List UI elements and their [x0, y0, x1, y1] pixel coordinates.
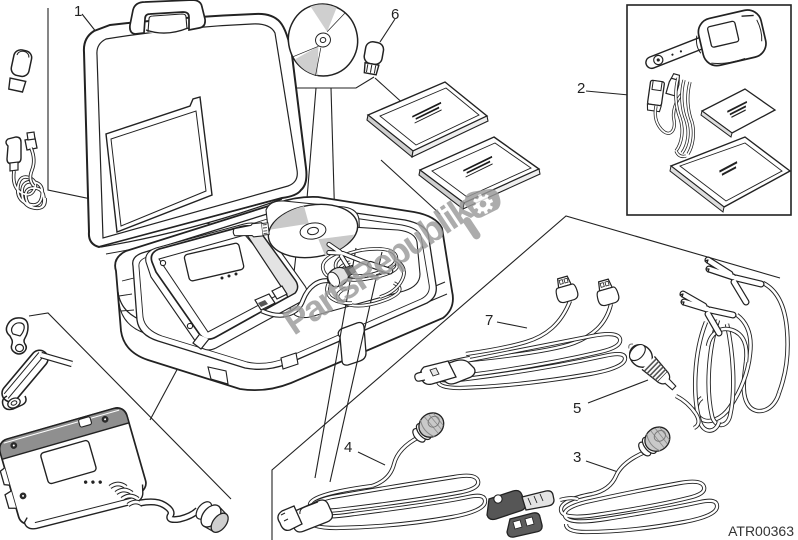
svg-text:2: 2	[577, 80, 585, 97]
svg-text:1: 1	[74, 3, 82, 20]
svg-text:3: 3	[573, 449, 581, 466]
svg-text:5: 5	[573, 400, 581, 417]
svg-text:7: 7	[485, 312, 493, 329]
svg-text:ATR00363: ATR00363	[728, 523, 794, 539]
svg-text:6: 6	[391, 6, 399, 23]
svg-text:4: 4	[344, 439, 352, 456]
